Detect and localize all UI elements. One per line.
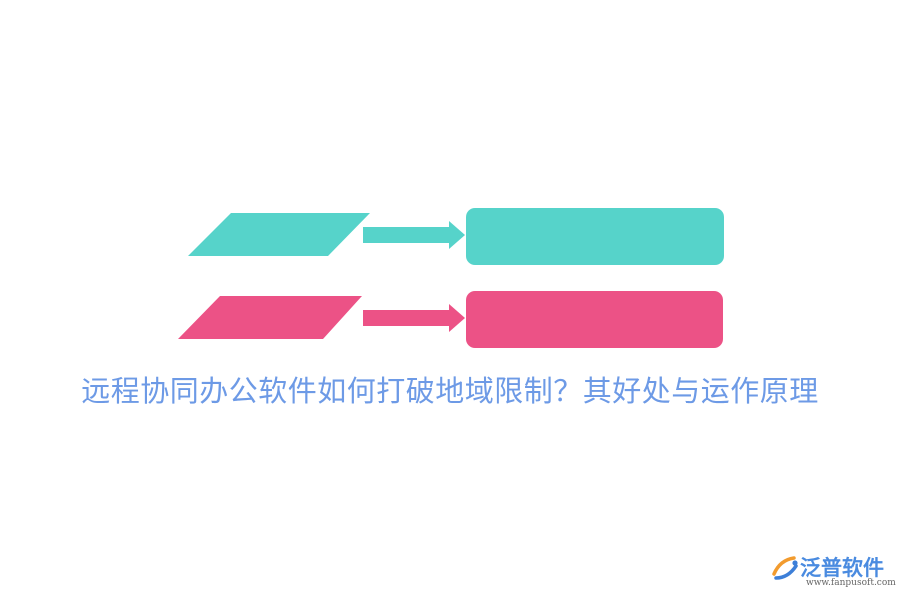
flow-diagram xyxy=(178,208,724,348)
pink-arrow-right-icon xyxy=(363,304,465,332)
fanpu-logo-icon xyxy=(772,556,798,580)
pink-parallelogram-icon xyxy=(178,296,362,339)
teal-arrow-right-icon xyxy=(363,221,465,249)
brand-url: www.fanpusoft.com xyxy=(806,578,896,588)
teal-parallelogram-icon xyxy=(188,213,370,256)
teal-rounded-box xyxy=(466,208,724,265)
brand-name: 泛普软件 xyxy=(800,556,884,580)
pink-rounded-box xyxy=(466,291,723,348)
brand-watermark: 泛普软件 www.fanpusoft.com xyxy=(770,552,896,592)
page-title: 远程协同办公软件如何打破地域限制？其好处与运作原理 xyxy=(81,374,819,408)
